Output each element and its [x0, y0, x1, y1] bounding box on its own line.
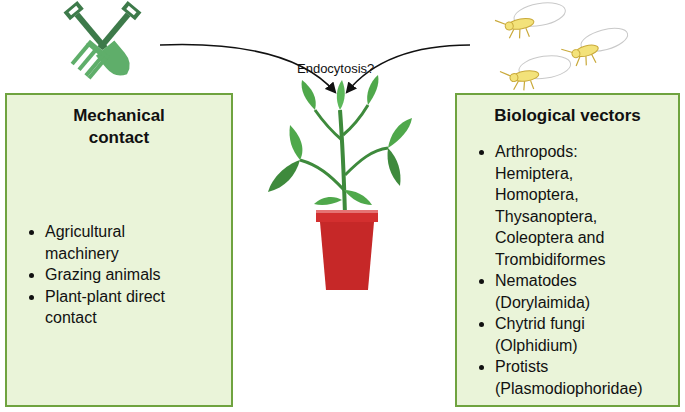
mechanical-box: Mechanical contactAgricultural machinery… [5, 93, 233, 407]
bullet-item: Plant-plant direct contact [45, 286, 200, 329]
plant-illustration [268, 75, 412, 290]
bullet-item: Chytrid fungi (Olphidium) [495, 313, 655, 356]
bullet-list: Agricultural machineryGrazing animalsPla… [7, 221, 231, 329]
box-heading: Biological vectors [468, 105, 668, 127]
vector-box: Biological vectorsArthropods: Hemiptera,… [455, 93, 680, 407]
tools-icon [61, 0, 144, 82]
bullet-item: Protists (Plasmodiophoridae) [495, 356, 655, 399]
bullet-item: Nematodes (Dorylaimida) [495, 270, 655, 313]
insect-icons [493, 0, 632, 93]
bullet-list: Arthropods: Hemiptera, Homoptera, Thysan… [457, 141, 678, 399]
bullet-item: Grazing animals [45, 264, 200, 286]
bullet-item: Agricultural machinery [45, 221, 200, 264]
box-heading: Mechanical contact [54, 105, 184, 149]
annotation-label: Endocytosis? [297, 61, 374, 77]
bullet-item: Arthropods: Hemiptera, Homoptera, Thysan… [495, 141, 655, 270]
